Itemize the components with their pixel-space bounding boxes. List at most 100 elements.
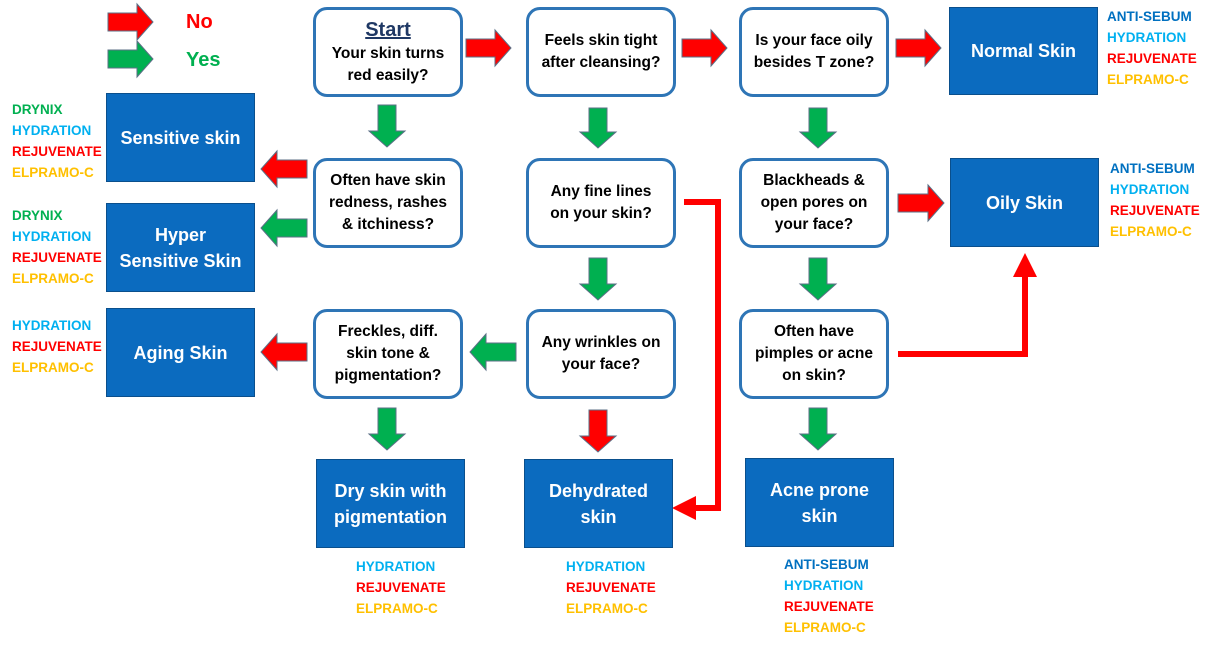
legend-yes-arrow-icon <box>107 39 154 79</box>
question-freckles: Freckles, diff.skin tone &pigmentation? <box>313 309 463 399</box>
question-text-line: redness, rashes <box>328 194 448 211</box>
question-skin-tight: Feels skin tight after cleansing? <box>526 7 676 97</box>
result-text-line: Oily Skin <box>985 192 1064 213</box>
products-dry-skin-pigmentation: HYDRATION REJUVENATE ELPRAMO-C <box>356 556 446 619</box>
product-item: REJUVENATE <box>12 339 102 354</box>
question-text-line: on your skin? <box>550 205 652 222</box>
legend-no-label: No <box>186 11 213 33</box>
product-item: ELPRAMO-C <box>12 360 94 375</box>
question-text-line: Feels skin tight <box>544 32 658 49</box>
product-item: HYDRATION <box>356 559 436 574</box>
products-acne-prone-skin: ANTI-SEBUM HYDRATION REJUVENATE ELPRAMO-C <box>784 554 874 638</box>
product-item: REJUVENATE <box>1107 51 1197 66</box>
arrow-start-to-redness <box>367 104 407 148</box>
question-text-line: Is your face oily <box>755 32 873 49</box>
product-item: REJUVENATE <box>784 599 874 614</box>
arrow-freckles-to-aging <box>260 332 308 372</box>
product-item: ELPRAMO-C <box>784 620 866 635</box>
product-item: REJUVENATE <box>12 250 102 265</box>
product-item: HYDRATION <box>12 318 92 333</box>
arrow-oily-to-blackheads <box>798 107 838 149</box>
product-item: ELPRAMO-C <box>356 601 438 616</box>
product-item: HYDRATION <box>566 559 646 574</box>
result-dehydrated-skin: Dehydrated skin <box>524 459 673 548</box>
result-acne-prone-skin: Acne prone skin <box>745 458 894 547</box>
product-item: ELPRAMO-C <box>12 165 94 180</box>
arrow-tight-to-finelines <box>578 107 618 149</box>
connector-finelines-to-dehydrated <box>672 199 721 520</box>
question-text-line: after cleansing? <box>541 54 661 71</box>
product-item: ANTI-SEBUM <box>784 557 869 572</box>
product-item: ELPRAMO-C <box>1110 224 1192 239</box>
legend-no-arrow-icon <box>107 2 154 42</box>
question-text-line: open pores on <box>760 194 868 211</box>
arrow-wrinkles-to-freckles <box>469 332 517 372</box>
products-oily-skin: ANTI-SEBUM HYDRATION REJUVENATE ELPRAMO-C <box>1110 158 1200 242</box>
question-text-line: & itchiness? <box>341 216 435 233</box>
result-text-line: Aging Skin <box>133 342 228 363</box>
product-item: REJUVENATE <box>566 580 656 595</box>
question-fine-lines: Any fine lines on your skin? <box>526 158 676 248</box>
question-redness: Often have skin redness, rashes & itchines… <box>313 158 463 248</box>
product-item: ELPRAMO-C <box>566 601 648 616</box>
question-text-line: red easily? <box>347 67 429 84</box>
question-text-line: pigmentation? <box>334 367 442 384</box>
product-item: HYDRATION <box>12 123 92 138</box>
product-item: REJUVENATE <box>356 580 446 595</box>
product-item: ELPRAMO-C <box>1107 72 1189 87</box>
product-item: ELPRAMO-C <box>12 271 94 286</box>
arrow-freckles-to-drypig <box>367 407 407 451</box>
result-text-line: pigmentation <box>334 506 447 527</box>
result-dry-skin-pigmentation: Dry skin with pigmentation <box>316 459 465 548</box>
product-item: HYDRATION <box>784 578 864 593</box>
product-item: HYDRATION <box>1107 30 1187 45</box>
question-text-line: your face? <box>561 356 641 373</box>
product-item: HYDRATION <box>1110 182 1190 197</box>
arrow-wrinkles-to-dehydrated <box>578 409 618 453</box>
result-text-line: skin <box>580 506 617 527</box>
legend-yes-label: Yes <box>186 49 221 71</box>
result-text-line: Normal Skin <box>970 41 1077 61</box>
products-aging-skin: HYDRATION REJUVENATE ELPRAMO-C <box>12 315 102 378</box>
arrow-tight-to-oily <box>681 28 728 68</box>
arrow-blackheads-to-pimples <box>798 257 838 301</box>
question-text-line: your face? <box>774 216 854 233</box>
question-text-line: Often have <box>773 323 855 340</box>
product-item: REJUVENATE <box>1110 203 1200 218</box>
result-text-line: Dehydrated <box>548 480 649 501</box>
question-text-line: Any fine lines <box>550 183 652 200</box>
arrow-redness-to-hyper <box>260 208 308 248</box>
question-text-line: besides T zone? <box>753 54 875 71</box>
question-text-line: pimples or acne <box>754 345 873 362</box>
products-sensitive-skin: DRYNIX HYDRATION REJUVENATE ELPRAMO-C <box>12 99 102 183</box>
result-text-line: Dry skin with <box>334 480 447 501</box>
product-item: ANTI-SEBUM <box>1107 9 1192 24</box>
products-dehydrated-skin: HYDRATION REJUVENATE ELPRAMO-C <box>566 556 656 619</box>
question-text-line: Often have skin <box>330 172 446 189</box>
product-item: DRYNIX <box>12 208 63 223</box>
question-text-line: Your skin turns <box>331 45 445 62</box>
start-heading: Start <box>365 19 411 41</box>
result-text-line: skin <box>801 505 838 526</box>
result-text-line: Acne prone <box>769 479 870 500</box>
result-text-line: Hyper <box>154 224 207 245</box>
question-text-line: on skin? <box>782 367 846 384</box>
result-oily-skin: Oily Skin <box>950 158 1099 247</box>
result-normal-skin: Normal Skin <box>949 7 1098 95</box>
result-aging-skin: Aging Skin <box>106 308 255 397</box>
product-item: REJUVENATE <box>12 144 102 159</box>
question-text-line: skin tone & <box>346 345 430 362</box>
product-item: ANTI-SEBUM <box>1110 161 1195 176</box>
question-text-line: Blackheads & <box>763 172 865 189</box>
products-normal-skin: ANTI-SEBUM HYDRATION REJUVENATE ELPRAMO-C <box>1107 6 1197 90</box>
arrow-pimples-to-acne <box>798 407 838 451</box>
product-item: DRYNIX <box>12 102 63 117</box>
result-text-line: Sensitive skin <box>120 127 241 148</box>
result-text-line: Sensitive Skin <box>119 250 242 271</box>
question-face-oily: Is your face oily besides T zone? <box>739 7 889 97</box>
